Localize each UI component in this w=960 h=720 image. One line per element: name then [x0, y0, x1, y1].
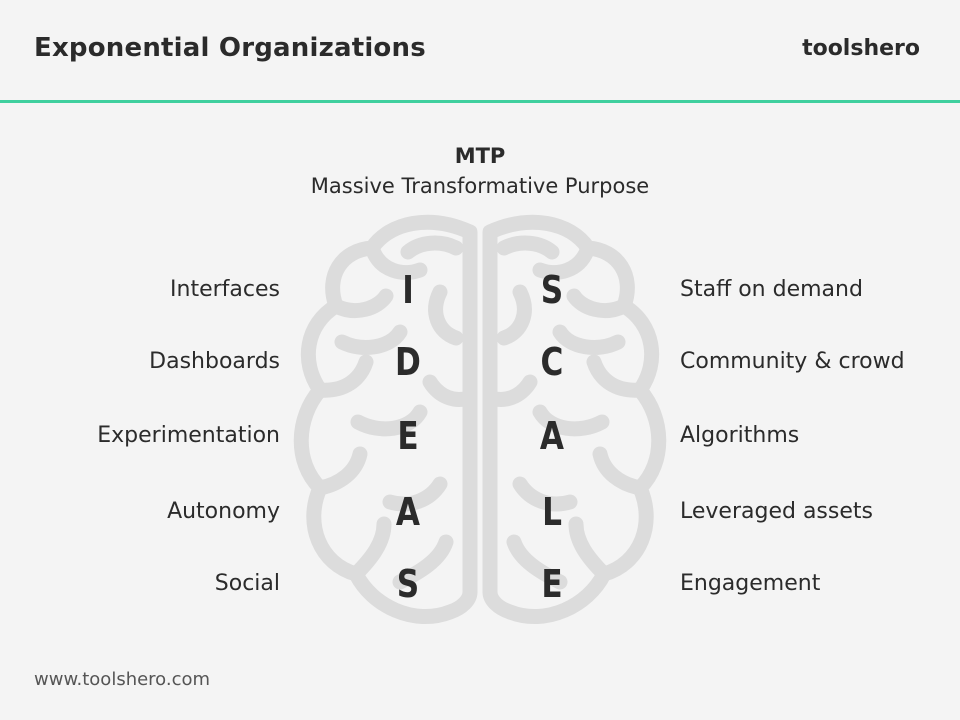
ideas-label-autonomy: Autonomy: [167, 499, 280, 524]
scale-letter-c: C: [540, 340, 564, 384]
mtp-abbreviation: MTP: [454, 144, 506, 168]
page-title: Exponential Organizations: [34, 33, 426, 63]
scale-label-leveraged-assets: Leveraged assets: [680, 499, 873, 524]
ideas-label-social: Social: [214, 571, 280, 596]
scale-letter-e: E: [541, 562, 563, 606]
footer-url: www.toolshero.com: [34, 669, 211, 690]
ideas-letter-d: D: [395, 340, 421, 384]
scale-label-algorithms: Algorithms: [680, 423, 800, 448]
brain-icon: [293, 214, 667, 624]
mtp-full-name: Massive Transformative Purpose: [310, 174, 650, 198]
scale-letter-a: A: [539, 414, 565, 458]
ideas-letter-s: S: [396, 562, 420, 606]
brand-logo: toolshero: [802, 36, 920, 61]
ideas-letter-e: E: [397, 414, 419, 458]
ideas-letter-i: I: [402, 268, 414, 312]
scale-label-engagement: Engagement: [680, 571, 821, 596]
scale-label-staff-on-demand: Staff on demand: [680, 277, 863, 302]
ideas-label-experimentation: Experimentation: [97, 423, 280, 448]
ideas-label-dashboards: Dashboards: [149, 349, 280, 374]
ideas-letter-a: A: [395, 490, 421, 534]
header-divider: [0, 100, 960, 103]
scale-letter-l: L: [542, 490, 562, 534]
scale-letter-s: S: [540, 268, 564, 312]
ideas-label-interfaces: Interfaces: [170, 277, 280, 302]
scale-label-community-crowd: Community & crowd: [680, 349, 905, 374]
